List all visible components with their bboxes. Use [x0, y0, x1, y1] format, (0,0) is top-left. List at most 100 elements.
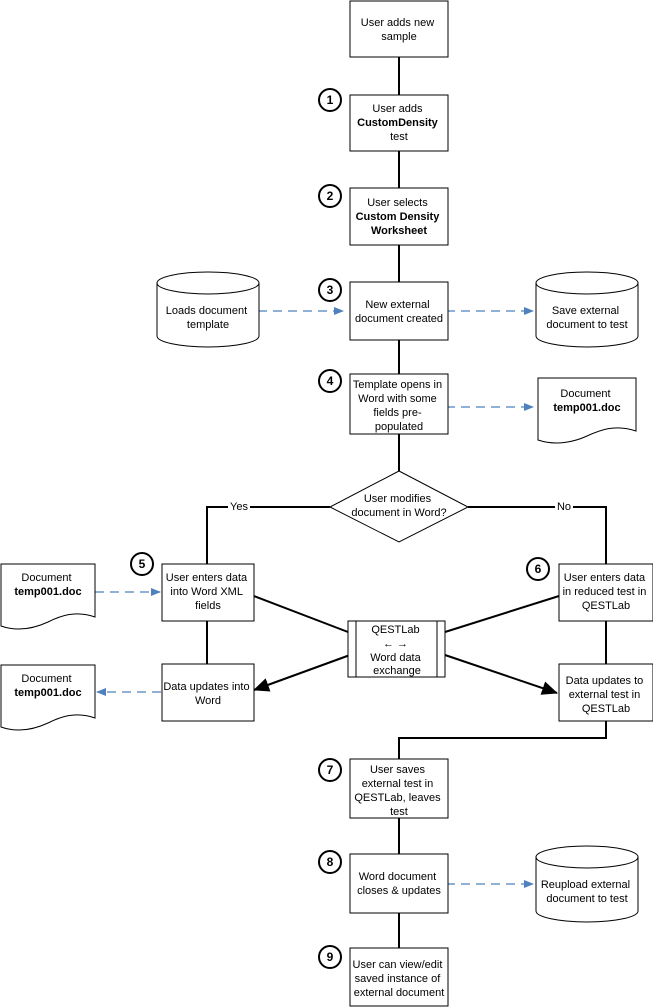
step-5-badge: 5	[130, 552, 154, 576]
exchange-line-3: Word data	[370, 652, 421, 664]
process-start: User adds new sample	[349, 0, 449, 58]
qest-entry-line-2: in reduced test in	[563, 586, 647, 598]
no-label: No	[557, 501, 571, 513]
process-word-entry: User enters data into Word XML fields	[161, 563, 255, 622]
connector-yes-branch	[206, 506, 330, 564]
word-entry-line-1: User enters data	[166, 572, 248, 584]
step-9-number: 9	[327, 950, 334, 964]
qest-update-line-3: QESTLab	[582, 703, 630, 715]
arrow-exchange-to-word-update	[253, 654, 351, 692]
template-opens-line-4: populated	[375, 421, 423, 433]
svg-text:Save external document t: Save external document to test	[546, 305, 627, 331]
database-reupload: Reupload external document to test	[535, 845, 639, 923]
doc-left-top-filename: temp001.doc	[14, 586, 81, 598]
connector-word-entry-exchange	[253, 595, 349, 633]
view-edit-line-2: saved instance of	[355, 973, 442, 985]
process-qest-entry: User enters data in reduced test in QEST…	[558, 563, 653, 622]
step-1-badge: 1	[318, 88, 342, 112]
exchange-line-4: exchange	[373, 665, 421, 677]
add-test-line-2: CustomDensity	[357, 117, 439, 129]
svg-text:QESTLab ← → Word d: QESTLab ← → Word data exchange	[370, 624, 424, 677]
add-test-line-3: test	[390, 131, 408, 143]
svg-text:Template opens in Word w: Template opens in Word with some fields …	[353, 379, 445, 433]
new-doc-line-1: New external	[365, 299, 429, 311]
svg-text:User enters data into Wo: User enters data into Word XML fields	[166, 572, 250, 612]
document-left-bottom: Document temp001.doc	[0, 664, 96, 731]
select-worksheet-line-1: User selects	[367, 197, 428, 209]
yes-label: Yes	[230, 501, 248, 513]
step-2-badge: 2	[318, 184, 342, 208]
template-opens-line-1: Template opens in	[353, 379, 442, 391]
svg-text:Word document closes & u: Word document closes & updates	[357, 871, 441, 897]
process-select-worksheet: User selects Custom Density Worksheet	[349, 187, 449, 246]
word-entry-line-3: fields	[195, 600, 221, 612]
step-9-badge: 9	[318, 945, 342, 969]
step-8-badge: 8	[318, 850, 342, 874]
word-update-line-2: Word	[195, 695, 221, 707]
doc-top-filename: temp001.doc	[553, 402, 620, 414]
svg-text:User selects Custom Dens: User selects Custom Density Worksheet	[356, 197, 443, 237]
svg-text:Document temp001.doc: Document temp001.doc	[14, 572, 81, 598]
doc-left-top-label: Document	[21, 572, 71, 584]
svg-text:User can view/edit saved: User can view/edit saved instance of ext…	[353, 959, 446, 999]
word-entry-line-2: into Word XML	[170, 586, 242, 598]
svg-text:Reupload external docume: Reupload external document to test	[541, 879, 633, 905]
start-line-2: sample	[381, 31, 416, 43]
doc-left-bottom-label: Document	[21, 673, 71, 685]
doc-left-bottom-filename: temp001.doc	[14, 687, 81, 699]
exchange-arrows: ← →	[383, 638, 408, 650]
word-close-line-2: closes & updates	[357, 885, 441, 897]
reupload-line-1: Reupload external	[541, 879, 630, 891]
process-word-update: Data updates into Word	[161, 663, 255, 722]
step-4-number: 4	[327, 374, 334, 388]
exchange-box: QESTLab ← → Word data exchange	[347, 620, 446, 678]
process-template-opens: Template opens in Word with some fields …	[349, 373, 449, 435]
step-3-badge: 3	[318, 278, 342, 302]
step-3-number: 3	[327, 283, 334, 297]
svg-text:User enters data in redu: User enters data in reduced test in QEST…	[563, 572, 650, 612]
qest-update-line-1: Data updates to	[566, 675, 644, 687]
step-6-badge: 6	[526, 557, 550, 581]
step-7-badge: 7	[318, 758, 342, 782]
process-qest-update: Data updates to external test in QESTLab	[558, 663, 653, 722]
arrow-exchange-to-qest-update	[444, 654, 558, 695]
reupload-line-2: document to test	[546, 893, 627, 905]
exchange-line-1: QESTLab	[371, 624, 419, 636]
qest-update-line-2: external test in	[569, 689, 641, 701]
process-word-close: Word document closes & updates	[349, 853, 449, 914]
svg-text:User saves external test: User saves external test in QESTLab, lea…	[354, 764, 443, 818]
step-markers: 1 2 3 4 5 6 7 8	[130, 88, 550, 969]
svg-text:Loads document template: Loads document template	[166, 305, 250, 331]
decision-line-1: User modifies	[364, 493, 432, 505]
connector-qest-entry-exchange	[444, 595, 560, 633]
select-worksheet-line-3: Worksheet	[371, 225, 427, 237]
decision-line-2: document in Word?	[351, 507, 446, 519]
view-edit-line-3: external document	[354, 987, 445, 999]
qest-entry-line-3: QESTLab	[582, 600, 630, 612]
load-template-line-2: template	[187, 319, 229, 331]
save-leave-line-4: test	[390, 806, 408, 818]
process-add-test: User adds CustomDensity test	[349, 94, 449, 152]
save-leave-line-3: QESTLab, leaves	[354, 792, 441, 804]
save-leave-line-1: User saves	[370, 764, 426, 776]
process-save-leave: User saves external test in QESTLab, lea…	[349, 758, 449, 819]
decision-diamond: User modifies document in Word?	[328, 470, 470, 543]
step-1-number: 1	[327, 93, 334, 107]
load-template-line-1: Loads document	[166, 305, 247, 317]
step-5-number: 5	[139, 557, 146, 571]
word-close-line-1: Word document	[359, 871, 436, 883]
step-8-number: 8	[327, 855, 334, 869]
document-top: Document temp001.doc	[537, 377, 637, 444]
svg-text:User modifies document i: User modifies document in Word?	[351, 493, 446, 519]
template-opens-line-2: Word with some	[358, 393, 437, 405]
step-4-badge: 4	[318, 369, 342, 393]
doc-top-label: Document	[560, 388, 610, 400]
svg-text:User adds CustomDensity: User adds CustomDensity test	[357, 103, 441, 143]
qest-entry-line-1: User enters data	[564, 572, 646, 584]
main-connectors	[206, 57, 607, 948]
svg-text:Document temp001.doc: Document temp001.doc	[14, 673, 81, 699]
word-update-line-1: Data updates into	[163, 681, 249, 693]
step-2-number: 2	[327, 189, 334, 203]
start-line-1: User adds new	[361, 17, 434, 29]
